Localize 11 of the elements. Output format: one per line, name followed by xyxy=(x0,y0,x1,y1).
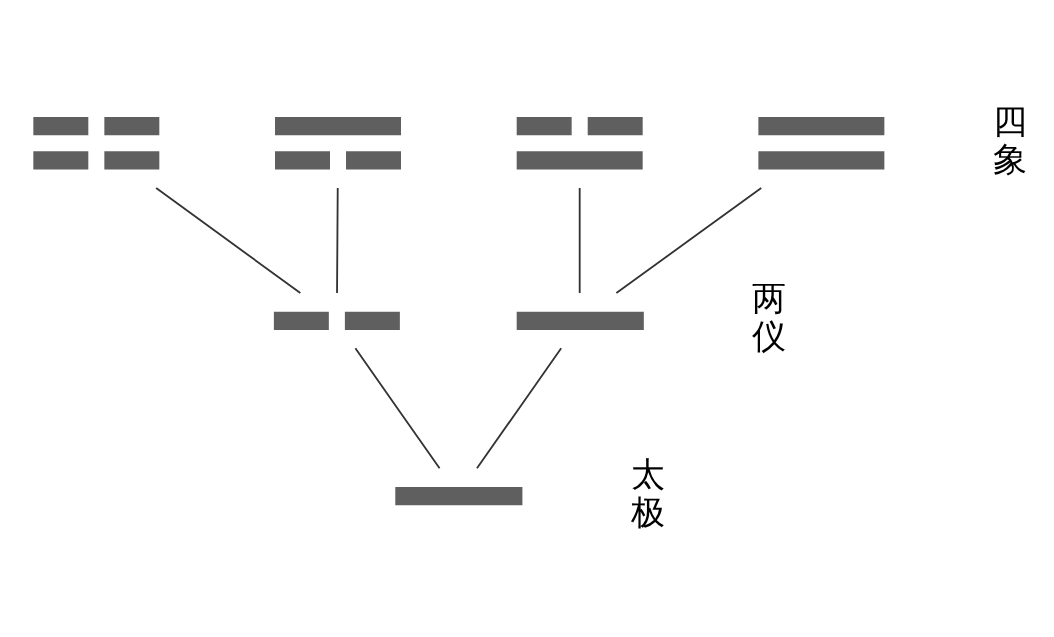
connector xyxy=(354,347,441,470)
connector xyxy=(476,347,563,470)
connector xyxy=(155,187,302,294)
node-bar xyxy=(395,486,523,506)
label: 太极 xyxy=(630,453,665,532)
label: 四象 xyxy=(992,100,1027,179)
connector xyxy=(615,187,763,294)
node-bar xyxy=(516,311,644,330)
connector xyxy=(578,187,581,294)
connector xyxy=(336,187,339,294)
label: 两仪 xyxy=(752,278,787,357)
